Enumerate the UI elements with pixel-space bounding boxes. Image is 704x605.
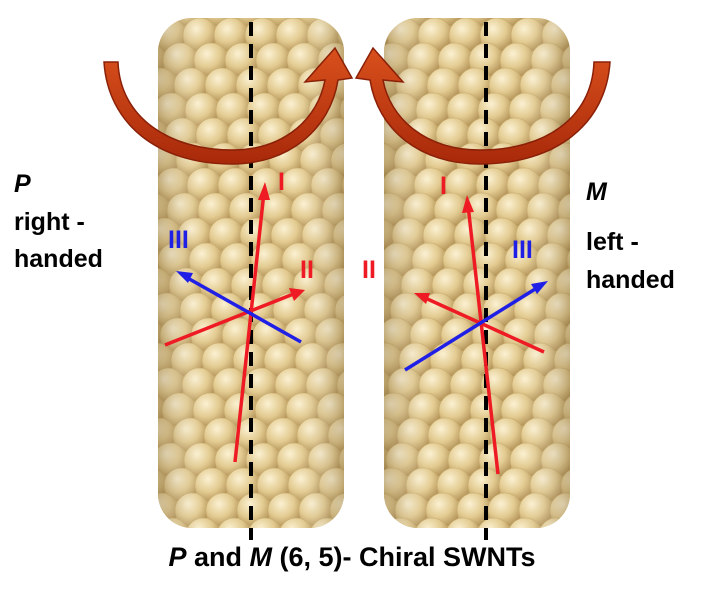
left-handedness-line2: handed [14,245,103,273]
left-axis-label-I: I [278,168,285,197]
left-tube-atom [113,493,147,527]
caption-and: and [186,542,249,572]
caption-P: P [168,542,186,572]
left-tube-atom [110,0,144,27]
left-tube-atom [118,293,152,327]
left-handedness-line1: right - [14,208,85,236]
left-tube-atom [121,18,155,52]
right-tube-atom [341,193,375,227]
right-tube-atom [344,468,378,502]
left-tube-atom [141,0,175,27]
figure-caption: P and M (6, 5)- Chiral SWNTs [0,542,704,573]
left-tube-atom [340,93,374,127]
left-tube-atom [127,243,161,277]
right-tube-atom [580,143,614,177]
right-axis-label-III: III [512,236,533,265]
caption-M: M [250,542,273,572]
right-tube-atom [352,168,386,202]
left-axis-label-II: II [300,256,314,285]
right-tube-atom [367,0,401,27]
right-symbol-M: M [586,178,607,206]
right-tube-atom [565,318,599,352]
left-tube-atom [120,368,154,402]
right-tube-atom [336,0,370,27]
right-tube-atom [348,318,382,352]
right-tube-atom [576,293,610,327]
right-handedness-line2: handed [586,266,675,294]
left-tube-atom [346,318,380,352]
right-tube-atom [553,0,587,27]
caption-rest: (6, 5)- Chiral SWNTs [272,542,536,572]
right-tube-atom [583,418,617,452]
right-axis-label-II: II [362,256,376,285]
left-tube-atom [327,0,361,27]
right-tube-atom [581,493,615,527]
right-tube-atom [572,443,606,477]
right-axis-label-I: I [440,172,447,201]
left-tube-atom [350,468,384,502]
right-handedness-line1: left - [586,228,639,256]
left-axis-label-III: III [168,226,189,255]
right-tube-atom [355,443,389,477]
left-tube-atom [353,193,387,227]
left-tube-atom [111,418,145,452]
left-tube-atom [342,168,376,202]
left-tube-atom [129,318,163,352]
right-tube-atom [343,118,377,152]
right-tube-atom [346,393,380,427]
left-tube-atom [348,393,382,427]
left-tube-atom [125,168,159,202]
left-tube-atom [114,143,148,177]
left-tube-atom [339,443,373,477]
right-tube-atom [574,368,608,402]
left-symbol-P: P [14,170,31,198]
right-tube-atom [573,18,607,52]
left-tube-atom [122,443,156,477]
left-tube-atom [351,118,385,152]
left-tube-atom [116,218,150,252]
